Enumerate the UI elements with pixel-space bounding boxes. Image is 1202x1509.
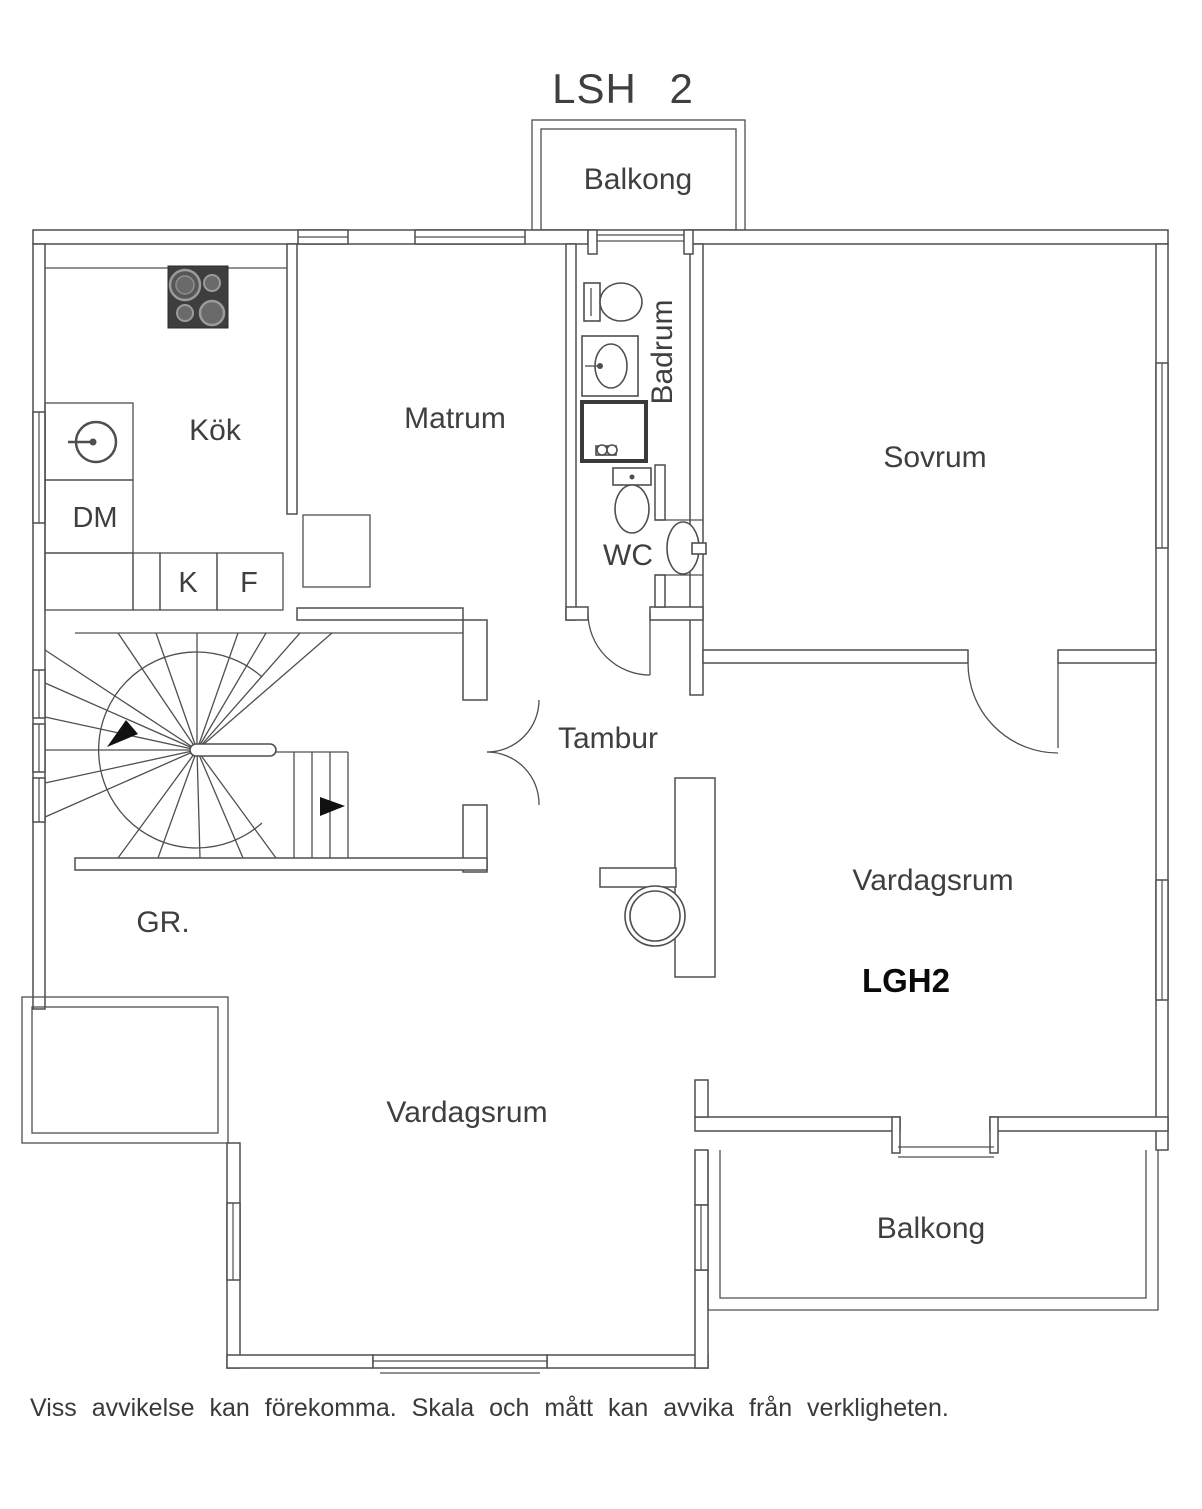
window-stairs-1	[32, 669, 46, 719]
stairs	[44, 632, 463, 859]
room-label-dining: Matrum	[404, 402, 506, 435]
stove-icon	[167, 265, 229, 329]
window-living-lower-left	[226, 1202, 241, 1281]
bathroom-sink-icon	[581, 335, 639, 397]
room-label-wc: WC	[603, 539, 653, 572]
wc-fixtures	[612, 467, 707, 575]
window-stairs-3	[32, 777, 46, 823]
kitchen-fixtures	[44, 265, 371, 611]
room-label-closet: GR.	[136, 906, 189, 939]
wc-sink-icon	[666, 521, 707, 575]
window-bedroom-right	[1155, 362, 1169, 549]
stair-arrow-down-icon	[107, 720, 138, 747]
window-living-lower-bottom	[372, 1354, 548, 1374]
room-label-balcony-bottom: Balkong	[877, 1212, 985, 1245]
room-label-balcony-top: Balkong	[584, 163, 692, 196]
dishwasher-label: DM	[72, 502, 117, 534]
stair-arrow-right-icon	[320, 797, 345, 816]
chimney-structure	[599, 777, 716, 978]
room-label-kitchen: Kök	[189, 414, 242, 447]
window-stairs-2	[32, 723, 46, 773]
door-bedroom	[967, 662, 1059, 754]
balcony-top-structure	[531, 119, 746, 231]
page-title: LSH 2	[552, 65, 694, 112]
dining-cabinet	[302, 514, 371, 588]
door-wc	[587, 612, 651, 676]
room-label-bedroom: Sovrum	[883, 441, 986, 474]
bathroom-fixtures	[580, 282, 648, 463]
doors	[486, 612, 1059, 806]
fridge-label: K	[178, 567, 198, 599]
unit-label: LGH2	[862, 962, 950, 999]
wc-toilet-icon	[612, 467, 652, 534]
stair-winder-arc	[98, 651, 263, 849]
room-label-bathroom: Badrum	[646, 299, 679, 404]
shower-icon	[580, 400, 648, 463]
window-kitchen-left	[32, 411, 46, 524]
stair-treads	[44, 632, 333, 859]
stair-handrail	[189, 743, 277, 757]
window-top-2	[414, 229, 526, 245]
window-living-right	[1155, 879, 1169, 1001]
disclaimer-text: Viss avvikelse kan förekomma. Skala och …	[30, 1394, 949, 1422]
room-label-living-main: Vardagsrum	[852, 864, 1013, 897]
windows	[32, 229, 1169, 1374]
room-label-hall: Tambur	[558, 722, 658, 755]
window-balcony-side	[694, 1204, 709, 1271]
window-top-1	[297, 229, 349, 245]
freezer-label: F	[240, 567, 258, 599]
kitchen-sink-icon	[68, 420, 118, 464]
room-label-living-lower: Vardagsrum	[386, 1096, 547, 1129]
bathroom-toilet-icon	[583, 282, 643, 322]
door-entrance-double	[486, 699, 540, 806]
